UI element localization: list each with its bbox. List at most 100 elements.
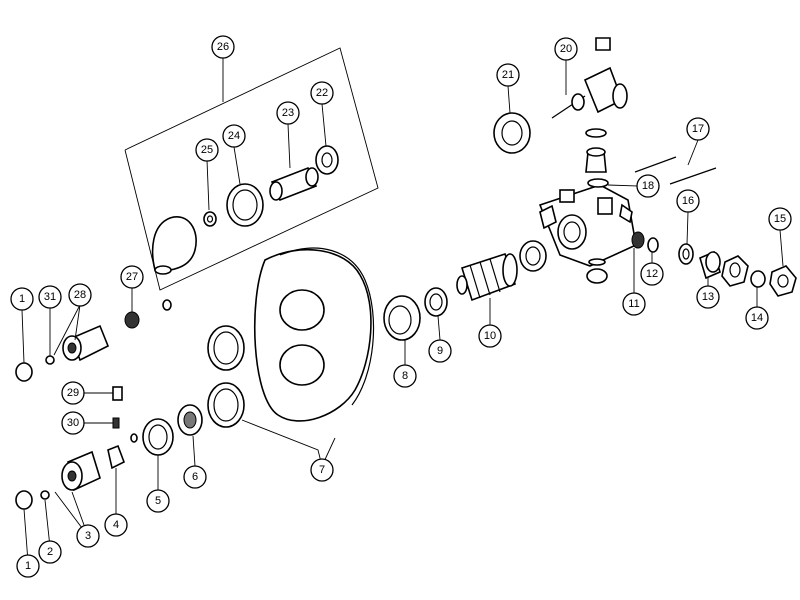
svg-text:28: 28	[74, 289, 86, 301]
callout-14: 14	[745, 306, 769, 330]
callout-20: 20	[554, 37, 578, 61]
callout-5: 5	[146, 489, 170, 513]
part-1-cap-upper	[15, 362, 33, 382]
part-6-adapter	[177, 404, 203, 436]
svg-text:12: 12	[646, 268, 658, 280]
svg-text:14: 14	[751, 312, 763, 324]
svg-text:8: 8	[402, 370, 408, 382]
callout-21: 21	[496, 63, 520, 87]
part-seal-ring	[519, 240, 547, 272]
part-3-handle-block	[61, 450, 101, 492]
svg-text:17: 17	[692, 123, 704, 135]
part-fitting	[585, 128, 607, 173]
callout-25: 25	[195, 138, 219, 162]
svg-text:31: 31	[44, 291, 56, 303]
svg-text:1: 1	[19, 293, 25, 305]
svg-text:6: 6	[192, 471, 198, 483]
callout-17: 17	[686, 117, 710, 141]
part-17-spindles	[634, 156, 717, 185]
part-30-spring	[112, 417, 120, 429]
faceplate	[253, 247, 375, 422]
callout-4: 4	[104, 513, 128, 537]
part-16-gasket	[678, 243, 694, 265]
svg-text:22: 22	[316, 87, 328, 99]
part-7-seal-rings	[207, 325, 245, 428]
part-24-ring	[226, 183, 264, 227]
callout-27: 27	[120, 265, 144, 289]
svg-text:16: 16	[682, 195, 694, 207]
part-1-cap-lower	[15, 490, 33, 510]
callout-2: 2	[38, 540, 62, 564]
part-12-washer	[647, 237, 659, 253]
callout-24: 24	[222, 124, 246, 148]
part-18-o-ring	[587, 178, 609, 188]
svg-text:21: 21	[502, 69, 514, 81]
svg-text:5: 5	[155, 495, 161, 507]
callout-7: 7	[310, 458, 334, 482]
part-4-clip	[107, 433, 138, 470]
callout-18: 18	[636, 174, 660, 198]
part-29-pin	[112, 386, 123, 401]
callout-9: 9	[428, 339, 452, 363]
svg-text:10: 10	[484, 330, 496, 342]
svg-text:24: 24	[228, 130, 240, 142]
callout-11: 11	[622, 292, 646, 316]
part-20-diverter	[551, 37, 628, 119]
part-5-shroud	[142, 418, 174, 456]
callout-16: 16	[676, 189, 700, 213]
callout-13: 13	[696, 285, 720, 309]
svg-text:13: 13	[702, 291, 714, 303]
part-9-nut	[424, 287, 448, 317]
callout-3: 3	[76, 524, 100, 548]
svg-text:25: 25	[201, 144, 213, 156]
callout-26: 26	[211, 35, 235, 59]
valve-body	[538, 184, 637, 267]
accessory-pack-outline	[124, 47, 379, 291]
svg-text:29: 29	[67, 387, 79, 399]
part-13-elbow-nut	[699, 250, 721, 280]
part-22-washer	[315, 145, 339, 175]
callout-12: 12	[640, 262, 664, 286]
svg-text:9: 9	[437, 345, 443, 357]
part-2-screw	[40, 490, 50, 500]
callout-8: 8	[393, 364, 417, 388]
callout-15: 15	[768, 207, 792, 231]
svg-text:7: 7	[319, 464, 325, 476]
part-15-end-nut	[769, 265, 797, 297]
part-21-cap-ring	[493, 112, 531, 154]
callout-28: 28	[68, 283, 92, 307]
callout-23: 23	[276, 101, 300, 125]
part-14-olive	[750, 270, 766, 288]
part-hex-nut	[721, 255, 749, 287]
svg-text:23: 23	[282, 107, 294, 119]
svg-text:11: 11	[628, 298, 639, 310]
callout-29: 29	[61, 381, 85, 405]
spout	[151, 216, 197, 275]
part-28-handle-block	[62, 324, 110, 362]
svg-text:4: 4	[113, 519, 119, 531]
svg-text:3: 3	[85, 530, 91, 542]
callout-10: 10	[478, 324, 502, 348]
svg-text:18: 18	[642, 180, 654, 192]
callout-31: 31	[38, 285, 62, 309]
callout-30: 30	[61, 411, 85, 435]
svg-text:30: 30	[67, 417, 79, 429]
svg-text:15: 15	[774, 213, 786, 225]
part-27-nut	[124, 299, 172, 329]
svg-text:26: 26	[217, 41, 229, 53]
callout-1-upper: 1	[10, 287, 34, 311]
callout-22: 22	[310, 81, 334, 105]
svg-text:27: 27	[126, 271, 138, 283]
callout-6: 6	[183, 465, 207, 489]
part-23-sleeve	[269, 166, 319, 202]
callout-1-lower: 1	[16, 554, 40, 578]
part-31-screw	[45, 355, 55, 365]
svg-text:1: 1	[25, 560, 31, 572]
part-11-check-valve	[631, 231, 645, 249]
part-25-small-washer	[203, 211, 217, 227]
svg-text:2: 2	[47, 546, 53, 558]
svg-text:20: 20	[560, 43, 572, 55]
part-nut-lower	[586, 258, 608, 284]
part-8-bezel	[383, 295, 421, 341]
